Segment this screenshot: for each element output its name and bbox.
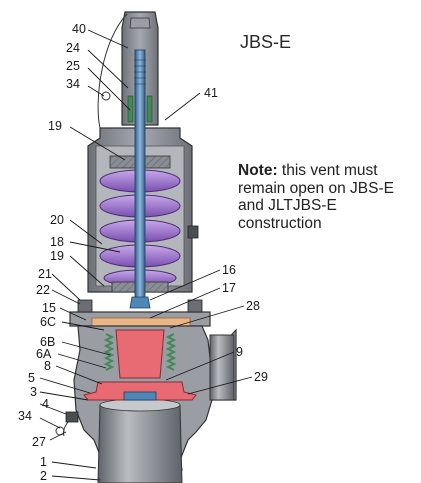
callout-4: 4 [42,397,49,411]
callout-17: 17 [222,281,236,295]
seal-wire [97,13,128,129]
callout-1: 1 [40,455,47,469]
callout-20: 20 [50,213,64,227]
callout-25: 25 [66,59,80,73]
callout-6A: 6A [36,347,52,361]
disc-holder [83,381,197,401]
callout-6C: 6C [40,315,56,329]
callout-40: 40 [72,22,86,36]
callout-19-top: 19 [48,119,62,133]
note-text: this vent must remain open on JBS-E and … [238,162,394,232]
left-fittings [55,411,79,437]
stem [134,49,146,306]
callout-15: 15 [42,301,56,315]
stem-ball [129,296,151,309]
callout-24: 24 [66,41,80,55]
note-label: Note: [238,162,278,179]
callout-8: 8 [44,359,51,373]
vent-plug [187,225,199,239]
callout-9: 9 [236,345,243,359]
vent-note: Note: this vent must remain open on JBS-… [238,162,418,232]
bellows [103,333,177,371]
callout-5: 5 [28,371,35,385]
callout-34-bottom: 34 [18,409,32,423]
callout-28: 28 [246,299,260,313]
callout-29: 29 [254,370,268,384]
callout-21: 21 [38,267,52,281]
diagram-title: JBS-E [240,32,291,52]
callout-22: 22 [36,283,50,297]
callout-18: 18 [50,235,64,249]
leader-lines [39,29,253,481]
callout-3: 3 [30,385,37,399]
callout-19-bottom: 19 [50,249,64,263]
callout-27: 27 [32,435,46,449]
guide [115,329,165,379]
callout-labels: 40 24 25 34 41 19 20 18 19 21 22 15 6C 6… [18,22,268,483]
callout-2: 2 [40,469,47,483]
callout-6B: 6B [40,335,55,349]
stem-seals [127,95,153,123]
callout-34-top: 34 [66,77,80,91]
callout-16: 16 [222,263,236,277]
callout-41: 41 [204,86,218,100]
